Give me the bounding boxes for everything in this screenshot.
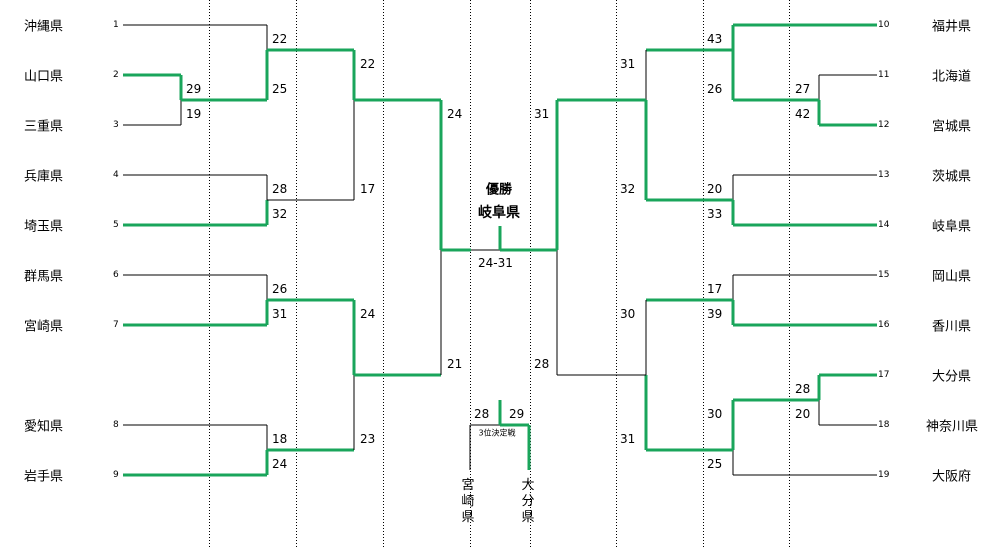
seed-number: 2 xyxy=(113,70,119,80)
seed-number: 11 xyxy=(878,70,890,80)
score: 30 xyxy=(707,407,723,421)
seed-number: 12 xyxy=(878,120,890,130)
third-place-team-left: 宮崎県 xyxy=(461,478,475,525)
score: 43 xyxy=(707,32,723,46)
team-name-right: 大阪府 xyxy=(932,469,972,485)
seed-number: 16 xyxy=(878,320,890,330)
seed-number: 3 xyxy=(113,120,119,130)
score: 28 xyxy=(795,382,811,396)
score: 31 xyxy=(620,432,636,446)
score: 31 xyxy=(534,107,550,121)
third-place-team-right: 大分県 xyxy=(521,478,535,525)
seed-number: 15 xyxy=(878,270,890,280)
seed-number: 17 xyxy=(878,370,890,380)
team-name-left: 宮崎県 xyxy=(24,319,64,335)
score: 27 xyxy=(795,82,811,96)
team-name-right: 茨城県 xyxy=(932,169,972,185)
score: 30 xyxy=(620,307,636,321)
seed-number: 19 xyxy=(878,470,890,480)
seed-number: 7 xyxy=(113,320,119,330)
score: 28 xyxy=(534,357,550,371)
score: 22 xyxy=(272,32,288,46)
third-place-score-right: 29 xyxy=(509,407,525,421)
seed-number: 10 xyxy=(878,20,890,30)
score: 22 xyxy=(360,57,376,71)
seed-number: 14 xyxy=(878,220,890,230)
third-place-label: 3位決定戦 xyxy=(478,428,516,438)
score: 33 xyxy=(707,207,723,221)
team-name-right: 大分県 xyxy=(932,369,972,385)
champion-label: 優勝 xyxy=(485,182,513,198)
score: 17 xyxy=(707,282,723,296)
team-name-left: 三重県 xyxy=(24,119,64,135)
score: 24 xyxy=(272,457,288,471)
third-place-score-left: 28 xyxy=(474,407,490,421)
score: 23 xyxy=(360,432,376,446)
seed-number: 5 xyxy=(113,220,119,230)
team-name-left: 愛知県 xyxy=(24,419,64,435)
score: 39 xyxy=(707,307,723,321)
team-name-right: 岡山県 xyxy=(932,269,972,285)
score: 31 xyxy=(620,57,636,71)
score: 18 xyxy=(272,432,288,446)
final-score: 24-31 xyxy=(478,256,513,270)
team-name-left: 山口県 xyxy=(24,69,64,85)
score: 42 xyxy=(795,107,811,121)
team-name-right: 福井県 xyxy=(932,19,972,35)
score: 20 xyxy=(795,407,811,421)
team-name-right: 香川県 xyxy=(932,319,972,335)
seed-number: 4 xyxy=(113,170,119,180)
score: 26 xyxy=(272,282,288,296)
score: 20 xyxy=(707,182,723,196)
team-name-right: 北海道 xyxy=(932,69,972,85)
team-name-right: 神奈川県 xyxy=(926,419,979,435)
score: 24 xyxy=(447,107,463,121)
score: 19 xyxy=(186,107,202,121)
score: 31 xyxy=(272,307,288,321)
score: 32 xyxy=(272,207,288,221)
seed-number: 1 xyxy=(113,20,119,30)
score: 24 xyxy=(360,307,376,321)
team-name-left: 岩手県 xyxy=(24,469,64,485)
team-name-left: 埼玉県 xyxy=(24,219,64,235)
seed-number: 6 xyxy=(113,270,119,280)
seed-number: 13 xyxy=(878,170,890,180)
champion-name: 岐阜県 xyxy=(478,205,520,221)
score: 26 xyxy=(707,82,723,96)
score: 28 xyxy=(272,182,288,196)
score: 21 xyxy=(447,357,463,371)
score: 25 xyxy=(707,457,723,471)
score: 32 xyxy=(620,182,636,196)
team-name-left: 群馬県 xyxy=(24,269,64,285)
team-name-left: 沖縄県 xyxy=(24,19,64,35)
score: 29 xyxy=(186,82,202,96)
score: 25 xyxy=(272,82,288,96)
team-name-left: 兵庫県 xyxy=(24,169,64,185)
team-name-right: 宮城県 xyxy=(932,119,972,135)
seed-number: 8 xyxy=(113,420,119,430)
score: 17 xyxy=(360,182,376,196)
team-name-right: 岐阜県 xyxy=(932,219,972,235)
seed-number: 18 xyxy=(878,420,890,430)
seed-number: 9 xyxy=(113,470,119,480)
